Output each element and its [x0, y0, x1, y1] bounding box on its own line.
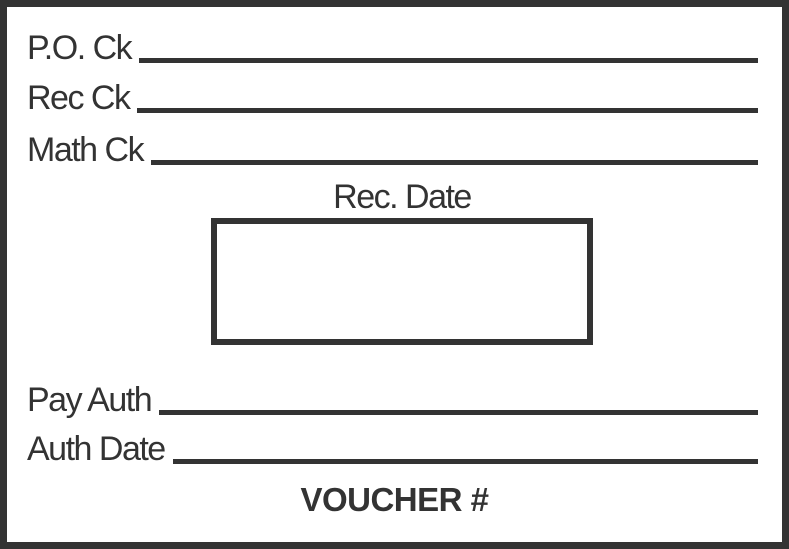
- rec-check-field: Rec Ck: [27, 75, 758, 115]
- rec-check-label: Rec Ck: [27, 79, 131, 117]
- math-check-field: Math Ck: [27, 127, 758, 167]
- po-check-label: P.O. Ck: [27, 29, 133, 67]
- rec-check-signature-line[interactable]: [137, 108, 758, 113]
- auth-date-signature-line[interactable]: [172, 459, 758, 464]
- pay-auth-label: Pay Auth: [27, 381, 153, 419]
- po-check-signature-line[interactable]: [139, 58, 758, 63]
- auth-date-field: Auth Date: [27, 426, 758, 466]
- math-check-signature-line[interactable]: [151, 160, 758, 165]
- pay-auth-signature-line[interactable]: [159, 410, 758, 415]
- voucher-number-label: VOUCHER #: [300, 481, 489, 518]
- rec-date-box[interactable]: [211, 218, 593, 345]
- pay-auth-field: Pay Auth: [27, 377, 758, 417]
- rec-date-label: Rec. Date: [333, 178, 472, 216]
- po-check-field: P.O. Ck: [27, 25, 758, 65]
- auth-date-label: Auth Date: [27, 430, 166, 468]
- math-check-label: Math Ck: [27, 131, 145, 169]
